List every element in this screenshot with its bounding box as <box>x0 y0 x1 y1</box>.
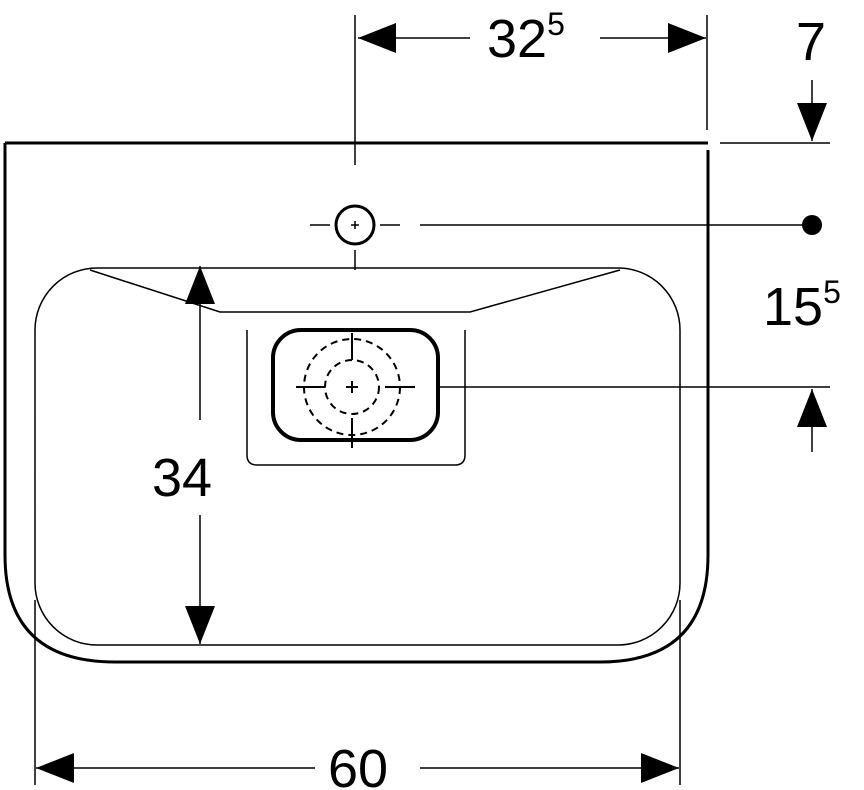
dim-label-7: 7 <box>796 12 826 72</box>
bowl-outline <box>34 267 681 646</box>
tap-hole <box>334 204 376 246</box>
basin-outline <box>3 141 710 664</box>
bowl-ridge <box>89 269 621 313</box>
dim-label-15-5: 155 <box>763 274 841 337</box>
drain-recess <box>246 330 466 466</box>
dim-label-32-5: 325 <box>487 6 565 69</box>
drain-crosshair <box>296 333 415 448</box>
drain-cover <box>271 328 440 442</box>
dim-label-60: 60 <box>328 739 388 790</box>
dim-label-34: 34 <box>152 448 212 508</box>
tap-dot <box>802 215 822 235</box>
tap-hole-crosshair <box>310 15 400 270</box>
